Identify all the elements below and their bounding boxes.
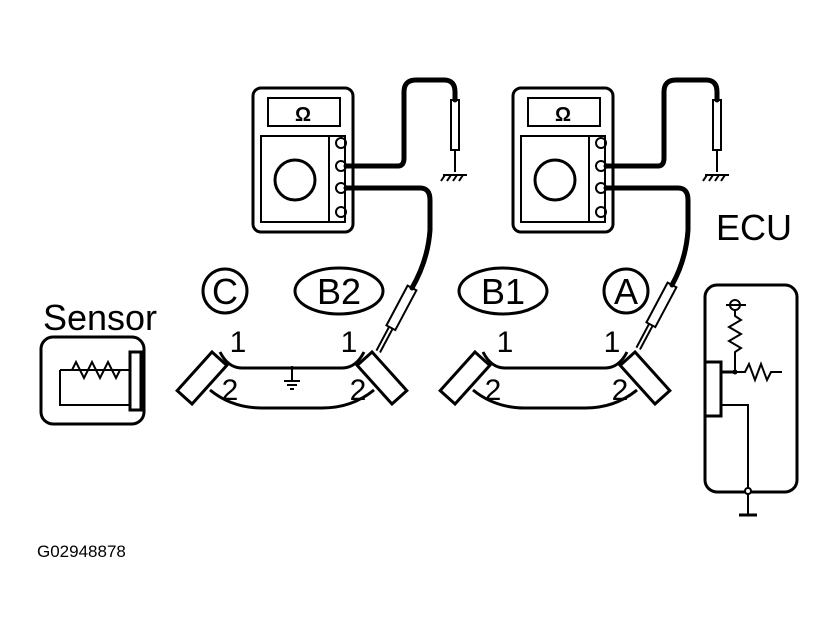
probe-2 xyxy=(635,281,678,350)
svg-text:C: C xyxy=(212,271,238,312)
pin-b2-1: 1 xyxy=(341,326,358,359)
ecu-label: ECU xyxy=(716,207,792,248)
probe-1 xyxy=(375,284,418,353)
sensor: Sensor xyxy=(39,297,157,426)
ground-probe-1 xyxy=(440,99,468,182)
connector-b2-label: B2 xyxy=(293,266,385,316)
pin-b1-2: 2 xyxy=(485,374,502,407)
pin-b1-1: 1 xyxy=(497,326,514,359)
meter-1-display: Ω xyxy=(295,104,311,126)
connector-a-label: A xyxy=(602,267,650,315)
svg-text:B1: B1 xyxy=(481,271,525,312)
connector-b1-label: B1 xyxy=(457,266,549,316)
meter-2-display: Ω xyxy=(555,104,571,126)
ground-lead-1 xyxy=(343,77,458,169)
svg-text:A: A xyxy=(614,271,638,312)
test-lead-1 xyxy=(343,185,433,291)
ground-probe-2 xyxy=(702,99,730,182)
ecu: ECU xyxy=(703,207,799,517)
figure-code: G02948878 xyxy=(37,542,126,561)
connector-c-label: C xyxy=(201,267,249,315)
svg-text:B2: B2 xyxy=(317,271,361,312)
pin-a-1: 1 xyxy=(604,326,621,359)
pin-c-1: 1 xyxy=(230,326,247,359)
pin-a-2: 2 xyxy=(612,374,629,407)
ohmmeter-2: Ω xyxy=(511,86,615,234)
harness-b1-a xyxy=(438,350,672,410)
harness-c-b2 xyxy=(175,350,409,410)
sensor-label: Sensor xyxy=(43,297,157,338)
ground-lead-2 xyxy=(603,77,720,169)
pin-c-2: 2 xyxy=(222,374,239,407)
pin-b2-2: 2 xyxy=(350,374,367,407)
test-lead-2 xyxy=(603,185,691,288)
ohmmeter-1: Ω xyxy=(251,86,355,234)
